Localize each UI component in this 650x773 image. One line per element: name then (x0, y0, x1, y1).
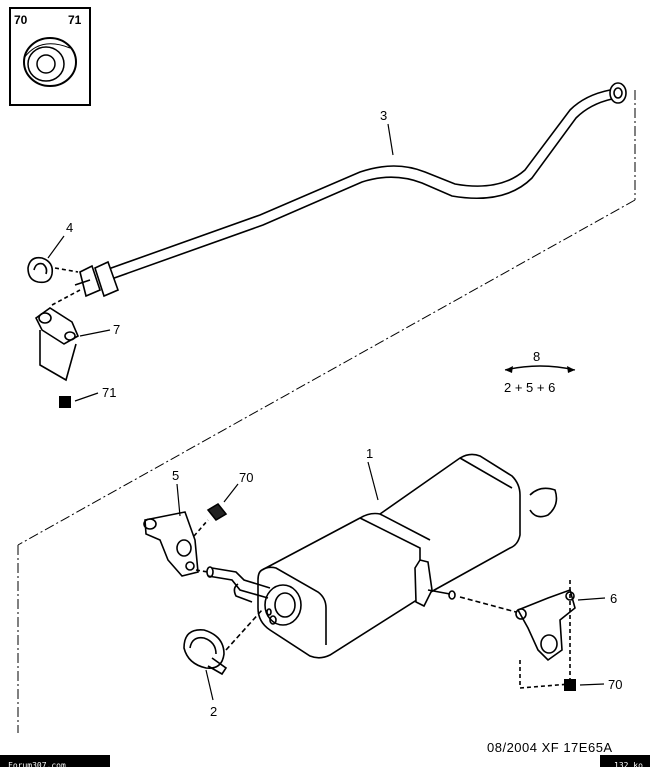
square-marker-70 (564, 679, 576, 691)
callout-part-5: 5 (172, 468, 179, 483)
watermark-bar: Forum307.com (0, 755, 110, 770)
callout-part-3: 3 (380, 108, 387, 123)
leader-part-4 (47, 235, 65, 259)
kit-legend: 8 2 + 5 + 6 (504, 349, 576, 395)
callout-part-6: 6 (610, 591, 617, 606)
hanger-part-5 (143, 511, 209, 577)
kit-formula: 2 + 5 + 6 (504, 380, 555, 395)
callout-part-70-lower: 70 (608, 677, 622, 692)
square-marker-71 (59, 396, 71, 408)
leader-part-6 (577, 597, 606, 601)
intermediate-pipe (74, 82, 627, 298)
diagram-reference: 08/2004 XF 17E65A (487, 740, 613, 755)
leader-part-7 (79, 329, 111, 337)
leader-part-70-lower (579, 683, 605, 686)
callout-part-71: 71 (102, 385, 116, 400)
watermark-text: Forum307.com (8, 761, 66, 770)
leader-part-3 (387, 123, 394, 156)
seal-ring-icon (23, 37, 77, 87)
hanger-part-6 (459, 580, 576, 689)
inset-seal-box: 70 71 (9, 7, 91, 106)
clamp-part-2 (183, 609, 263, 676)
clamp-part-7 (34, 289, 81, 382)
leader-part-70-upper (223, 483, 239, 503)
seal-part-4 (27, 256, 79, 284)
leader-part-1 (367, 461, 379, 501)
callout-part-2: 2 (210, 704, 217, 719)
kit-number: 8 (533, 349, 540, 364)
assembly-frame-lines (17, 90, 636, 733)
file-size-text: 132 ko (614, 761, 643, 770)
rear-silencer (206, 453, 558, 659)
leader-part-71 (74, 392, 99, 402)
callout-part-7: 7 (113, 322, 120, 337)
callout-part-4: 4 (66, 220, 73, 235)
callout-part-1: 1 (366, 446, 373, 461)
bush-part-70-upper (206, 502, 228, 522)
leader-part-2 (205, 669, 214, 701)
callout-part-70-upper: 70 (239, 470, 253, 485)
inset-label-70: 70 (14, 13, 28, 27)
leader-part-5 (176, 483, 181, 517)
file-size-bar: 132 ko (600, 755, 650, 770)
inset-label-71: 71 (68, 13, 82, 27)
